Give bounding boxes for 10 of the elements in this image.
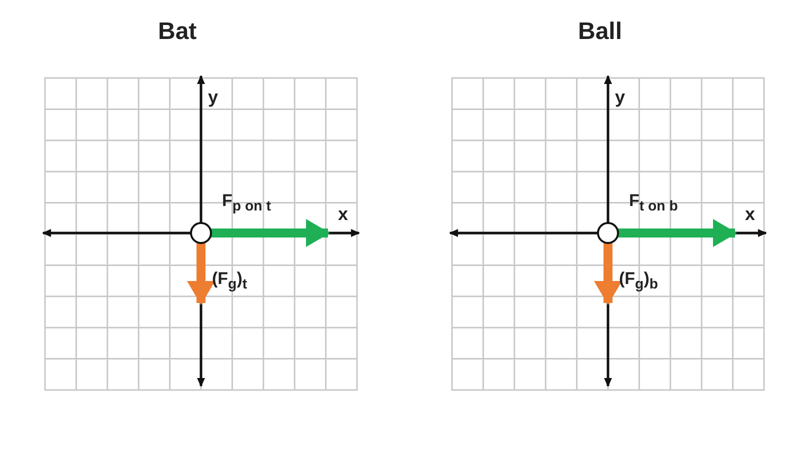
- axis-label: y: [615, 88, 626, 106]
- axis-label: x: [745, 205, 756, 223]
- force-label: F$_{p on t}$: [222, 192, 271, 214]
- panel-title: Bat: [158, 20, 197, 44]
- panel-title: Ball: [578, 20, 622, 44]
- axis-label: y: [208, 88, 218, 106]
- axis-label: x: [338, 205, 348, 223]
- force-label: (F$_{g}$)$_{t}$: [212, 270, 248, 292]
- force-label: (F$_{g}$)$_{b}$: [619, 270, 658, 292]
- force-label: F$_{t on b}$: [629, 192, 678, 214]
